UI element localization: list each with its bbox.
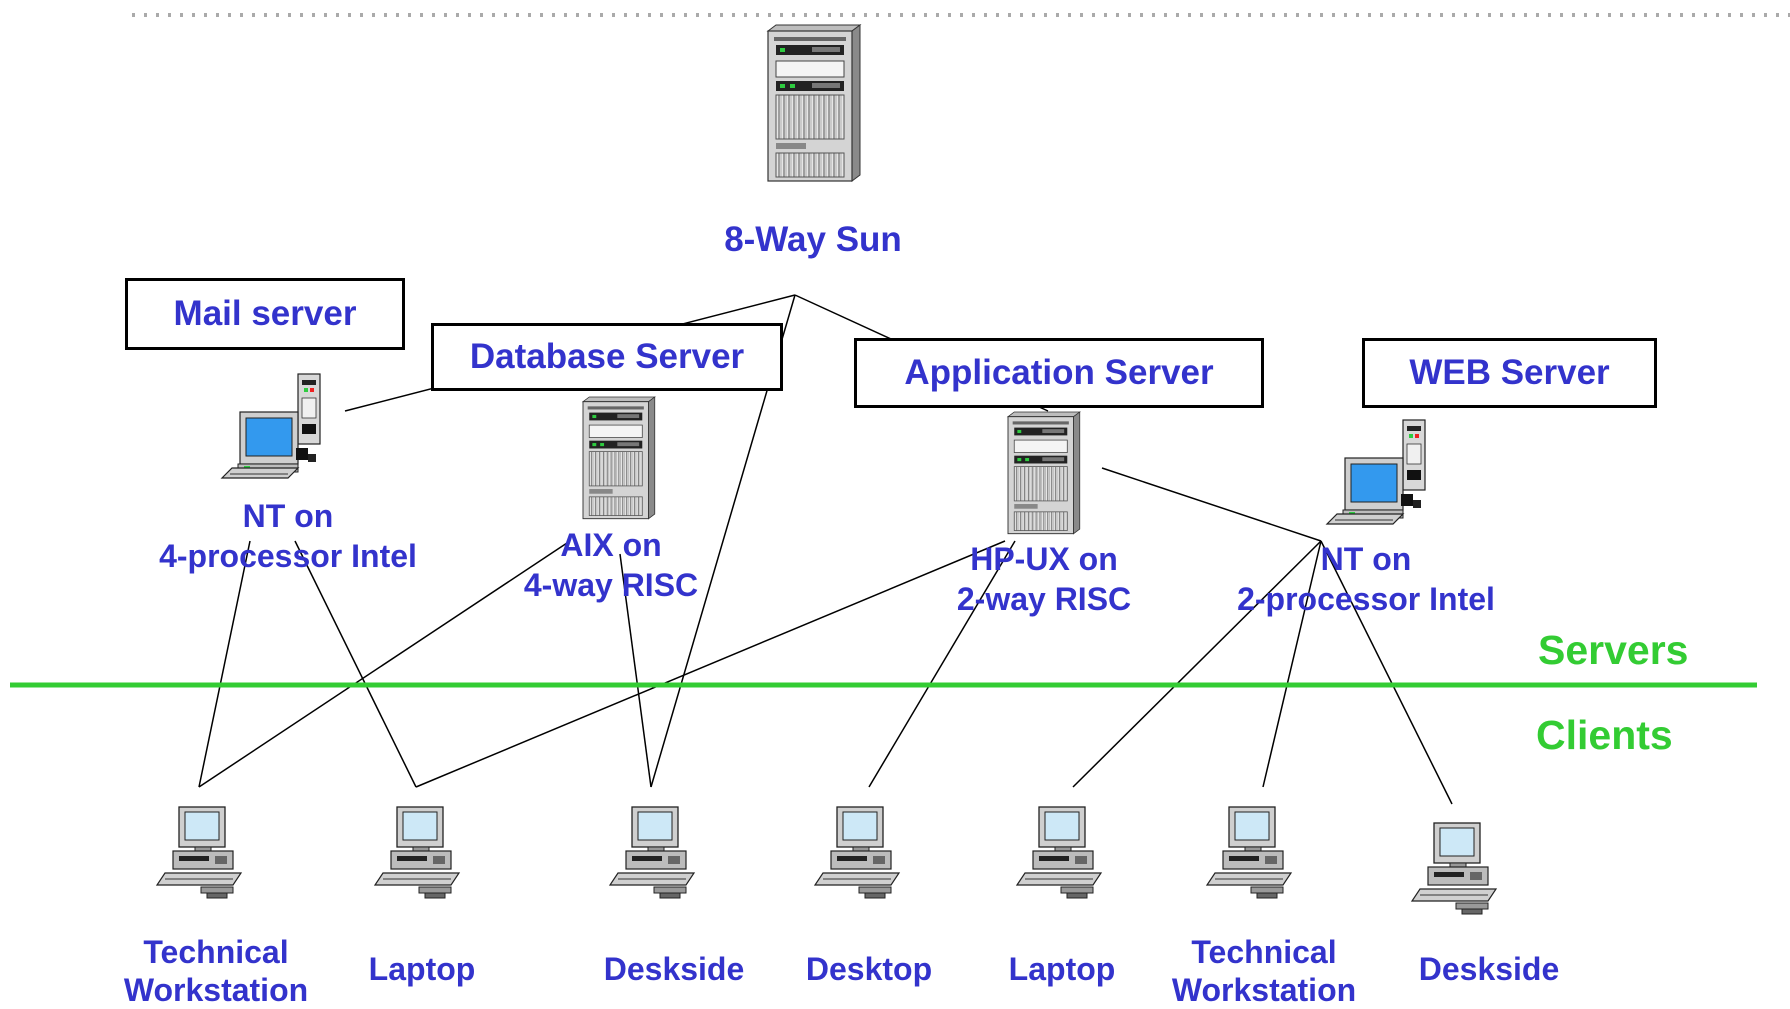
workstation-tower-icon: [1326, 419, 1426, 525]
computer-icon: [1411, 822, 1497, 915]
link-web-client-6: [1262, 540, 1322, 788]
link-web-client-5: [1072, 540, 1322, 788]
link-database-client-3: [619, 553, 652, 788]
computer-icon: [1016, 806, 1102, 899]
client-label: Laptop: [368, 951, 476, 987]
link-web-client-7: [1320, 540, 1453, 805]
link-mail-client-1: [198, 540, 251, 788]
application-server-box: Application Server: [854, 338, 1264, 408]
client-label: Deskside: [1418, 951, 1560, 987]
link-mail-client-2: [294, 540, 417, 788]
computer-icon: [1206, 806, 1292, 899]
central-server-label: 8-Way Sun: [724, 220, 902, 259]
web-server-box: WEB Server: [1362, 338, 1657, 408]
rack-server-icon: [1007, 411, 1081, 535]
mail-server-box: Mail server: [125, 278, 405, 350]
link-application-web: [1101, 467, 1322, 542]
workstation-tower-icon: [221, 373, 321, 479]
computer-icon: [814, 806, 900, 899]
computer-icon: [609, 806, 695, 899]
servers-tier-label: Servers: [1538, 627, 1689, 673]
link-application-client-4: [868, 540, 1016, 788]
computer-icon: [374, 806, 460, 899]
client-label: Laptop: [1008, 951, 1116, 987]
link-database-client-1: [198, 540, 571, 788]
connection-lines: [198, 294, 1453, 805]
link-application-client-2: [415, 540, 1006, 788]
tower-server-icon: [767, 24, 861, 182]
computer-icon: [156, 806, 242, 899]
rack-server-icon: [582, 396, 656, 520]
client-label: Desktop: [805, 951, 933, 987]
database-server-box: Database Server: [431, 323, 783, 391]
clients-tier-label: Clients: [1536, 712, 1673, 758]
client-label: Deskside: [603, 951, 745, 987]
